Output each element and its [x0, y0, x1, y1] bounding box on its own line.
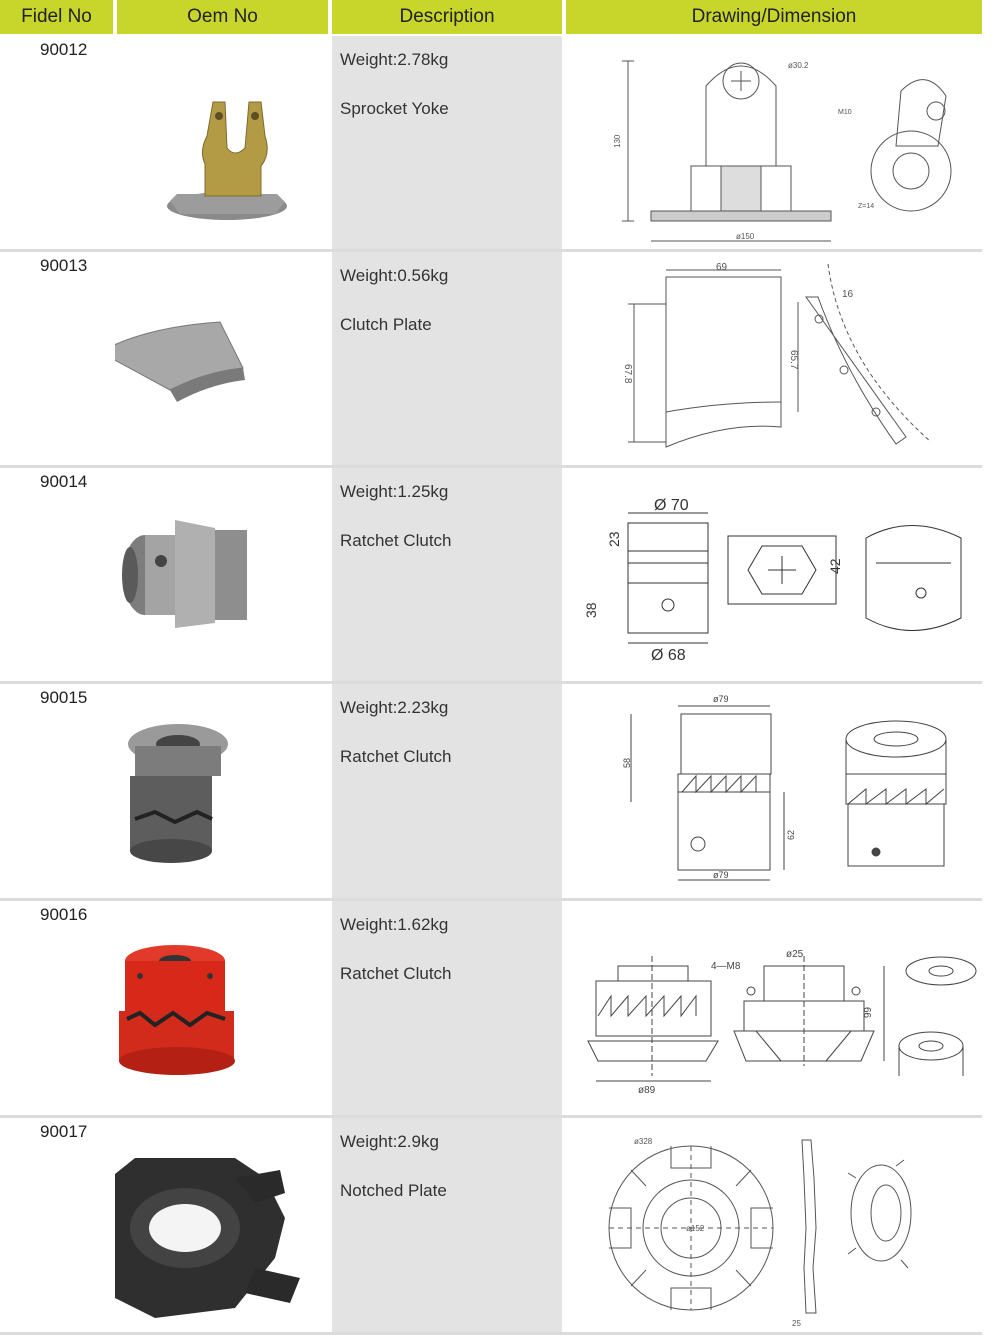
table-row: 90016 Weight:1.62kg Ratchet Clutch	[0, 901, 1000, 1115]
dim-bolt: M10	[838, 109, 852, 116]
product-name: Sprocket Yoke	[340, 99, 449, 118]
dim-height: 66	[861, 1007, 872, 1019]
drawing-clutch-plate: 69 67.8 65.7 16	[566, 252, 982, 465]
fidel-no: 90012	[40, 40, 88, 59]
drawing-notched-plate: ø328 ø152 25	[566, 1118, 982, 1332]
product-photo-ratchet-clutch	[115, 468, 330, 681]
dim-top-dia: ø79	[713, 694, 729, 704]
dim-top-dia: Ø 70	[654, 497, 689, 514]
drawing-ratchet-clutch-90016: ø89 4—M8 ø25 66	[566, 901, 982, 1115]
product-name: Ratchet Clutch	[340, 747, 452, 766]
dim-thickness: 16	[842, 289, 854, 300]
dim-lower-height: 62	[786, 830, 796, 840]
dim-outer-dia: ø328	[634, 1137, 653, 1146]
table-header: Fidel No Oem No Description Drawing/Dime…	[0, 0, 1000, 36]
weight-label: Weight:2.23kg	[340, 698, 449, 717]
dim-bore: ø25	[786, 949, 804, 960]
header-fidel-no: Fidel No	[0, 0, 113, 34]
weight-label: Weight:2.9kg	[340, 1132, 439, 1151]
dim-height-right: 65.7	[788, 350, 799, 370]
weight-label: Weight:2.78kg	[340, 50, 449, 69]
table-row: 90014 Weight:1.25kg Ratchet Clutch	[0, 468, 1000, 681]
dim-base-dia: ø89	[638, 1085, 656, 1096]
dim-teeth: Z=14	[858, 203, 874, 210]
dim-diameter: ø150	[736, 232, 755, 241]
weight-label: Weight:1.25kg	[340, 482, 449, 501]
product-name: Ratchet Clutch	[340, 531, 452, 550]
weight-label: Weight:1.62kg	[340, 915, 449, 934]
drawing-ratchet-clutch-90015: ø79 ø79 58 62	[566, 684, 982, 898]
product-photo-ratchet-clutch-splined	[115, 684, 330, 898]
product-name: Notched Plate	[340, 1181, 447, 1200]
drawing-ratchet-clutch-90014: Ø 70 Ø 68 23 38 42	[566, 468, 982, 681]
dim-tooth-height: 23	[606, 531, 622, 547]
dim-hex: 42	[827, 558, 843, 574]
dim-body-height: 38	[583, 602, 599, 618]
product-photo-red-ratchet-clutch	[115, 901, 330, 1115]
table-row: 90012 Weight:2.78kg Sprocket Yoke	[0, 36, 1000, 249]
dim-thickness: 25	[792, 1319, 801, 1328]
dim-height-left: 67.8	[622, 364, 633, 384]
product-photo-clutch-plate	[98, 252, 330, 465]
header-oem-no: Oem No	[117, 0, 328, 34]
product-photo-sprocket-yoke	[115, 36, 330, 249]
fidel-no: 90014	[40, 472, 88, 491]
dim-bolts: 4—M8	[711, 961, 741, 972]
product-name: Ratchet Clutch	[340, 964, 452, 983]
dim-bore: ø30.2	[788, 61, 809, 70]
dim-upper-height: 58	[622, 758, 632, 768]
drawing-sprocket-yoke: 130 ø150 ø30.2 M10 Z=14	[566, 36, 982, 249]
dim-bottom-dia: ø79	[713, 870, 729, 880]
dim-inner-dia: ø152	[686, 1224, 705, 1233]
table-row: 90015 Weight:2.23kg Ratchet Clutch	[0, 684, 1000, 898]
header-drawing: Drawing/Dimension	[566, 0, 982, 34]
fidel-no: 90017	[40, 1122, 88, 1141]
dim-width: 69	[716, 262, 728, 273]
product-photo-notched-plate	[80, 1118, 330, 1332]
fidel-no: 90013	[40, 256, 88, 275]
fidel-no: 90016	[40, 905, 88, 924]
weight-label: Weight:0.56kg	[340, 266, 449, 285]
table-row: 90013 Weight:0.56kg Clutch Plate 69 67.8…	[0, 252, 1000, 465]
product-name: Clutch Plate	[340, 315, 432, 334]
dim-bottom-dia: Ø 68	[651, 647, 686, 664]
dim-height: 130	[613, 134, 622, 148]
fidel-no: 90015	[40, 688, 88, 707]
header-description: Description	[332, 0, 562, 34]
table-row: 90017 Weight:2.9kg Notched Plate ø3	[0, 1118, 1000, 1332]
